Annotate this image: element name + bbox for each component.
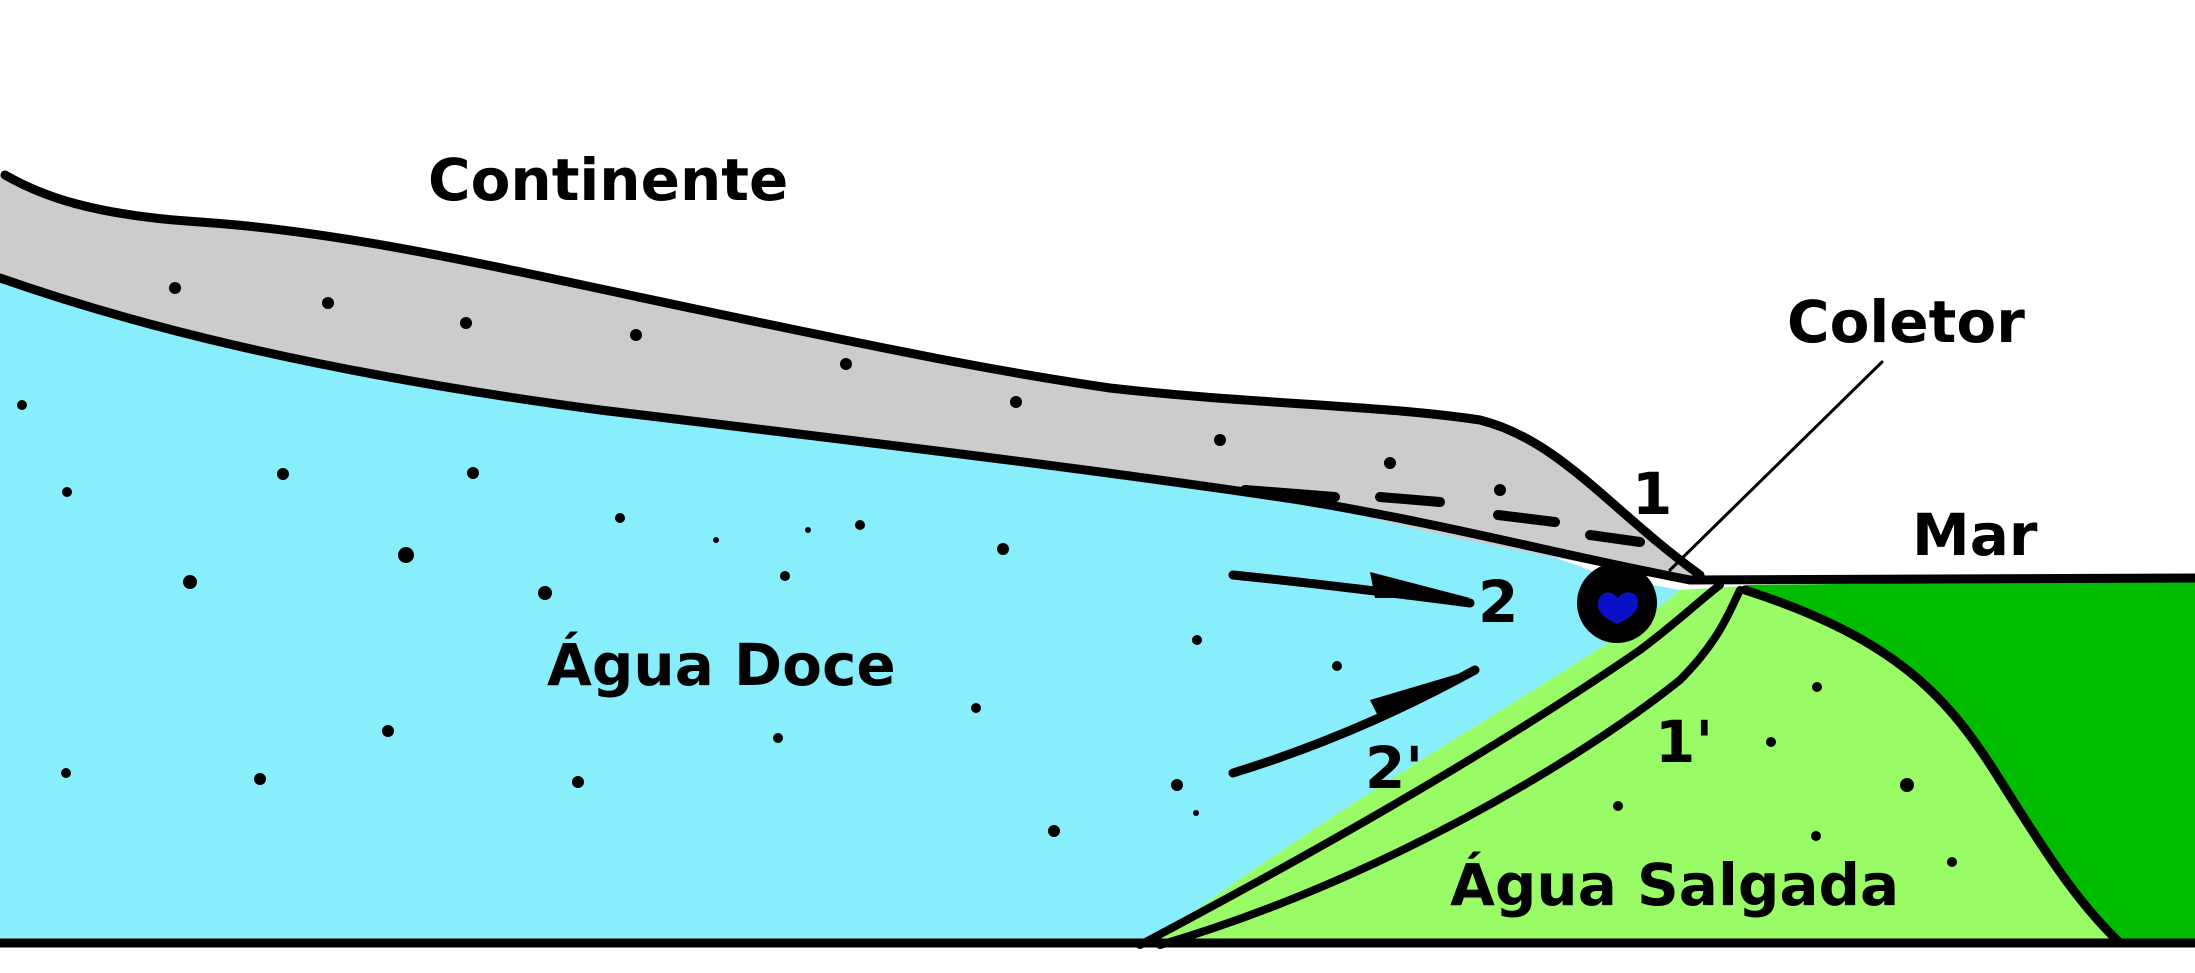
salt-dot (1613, 801, 1623, 811)
continent-soil-layer (0, 175, 1700, 578)
water-dot (467, 467, 479, 479)
interface-inner-line (1136, 581, 1724, 949)
soil-dash (1240, 485, 1340, 502)
salt-dot (1812, 682, 1822, 692)
soil-dash (1375, 492, 1445, 507)
flow-arrow-2-prime (1228, 665, 1480, 778)
flow-arrow-2 (1228, 570, 1475, 608)
fresh-water-region (0, 278, 1680, 943)
water-dot (61, 768, 71, 778)
water-dot (398, 547, 414, 563)
salt-water-dots (1613, 682, 1957, 867)
water-dot (382, 725, 394, 737)
flow-label-1-prime: 1' (1655, 708, 1713, 776)
soil-dot (460, 317, 472, 329)
water-dot (1193, 810, 1199, 816)
soil-dot (1214, 434, 1226, 446)
water-dot (1332, 661, 1342, 671)
salt-dot (1947, 857, 1957, 867)
soil-dot (1384, 457, 1396, 469)
soil-dot (169, 282, 181, 294)
water-dot (805, 527, 811, 533)
interface-outer-line (1156, 586, 1744, 949)
soil-dash (1493, 510, 1560, 527)
soil-dash (1585, 530, 1645, 547)
continent-label: Continente (428, 146, 788, 214)
salt-dot (1900, 778, 1914, 792)
water-dot (713, 537, 719, 543)
water-dot (277, 468, 289, 480)
water-dot (254, 773, 266, 785)
water-dot (971, 703, 981, 713)
water-dot (997, 543, 1009, 555)
arrow-head (1370, 572, 1470, 598)
soil-dot (1494, 484, 1506, 496)
seafloor-slope-line (1740, 585, 2125, 948)
water-dot (773, 733, 783, 743)
collector-pipe-water (1597, 592, 1639, 624)
water-dot (1192, 635, 1202, 645)
water-dot (538, 586, 552, 600)
flow-label-2-prime: 2' (1365, 734, 1423, 802)
water-dot (615, 513, 625, 523)
salt-water-label: Água Salgada (1450, 850, 1899, 919)
flow-label-2: 2 (1478, 568, 1518, 636)
salt-dot (1811, 831, 1821, 841)
water-dot (183, 575, 197, 589)
water-dot (62, 487, 72, 497)
water-dot (780, 571, 790, 581)
water-dot (572, 776, 584, 788)
sea-label: Mar (1912, 501, 2038, 569)
salt-dot (1766, 737, 1776, 747)
ground-surface-line (0, 170, 1705, 580)
water-dot (1048, 825, 1060, 837)
water-dot (17, 400, 27, 410)
soil-dot (1010, 396, 1022, 408)
soil-dots (169, 282, 1506, 496)
collector-label: Coletor (1787, 288, 2025, 356)
soil-dot (630, 329, 642, 341)
fresh-water-dots (17, 400, 1342, 837)
collector-leader-line (1668, 360, 1884, 572)
flow-label-1: 1 (1632, 460, 1672, 528)
soil-dot (840, 358, 852, 370)
water-dot (855, 520, 865, 530)
soil-dot (322, 297, 334, 309)
soil-aquifer-boundary (0, 273, 1695, 585)
arrow-head (1370, 668, 1478, 720)
water-dot (1171, 779, 1183, 791)
sea-surface-line (1685, 573, 2195, 585)
fresh-water-label: Água Doce (547, 630, 896, 699)
sea-region (1745, 580, 2195, 943)
